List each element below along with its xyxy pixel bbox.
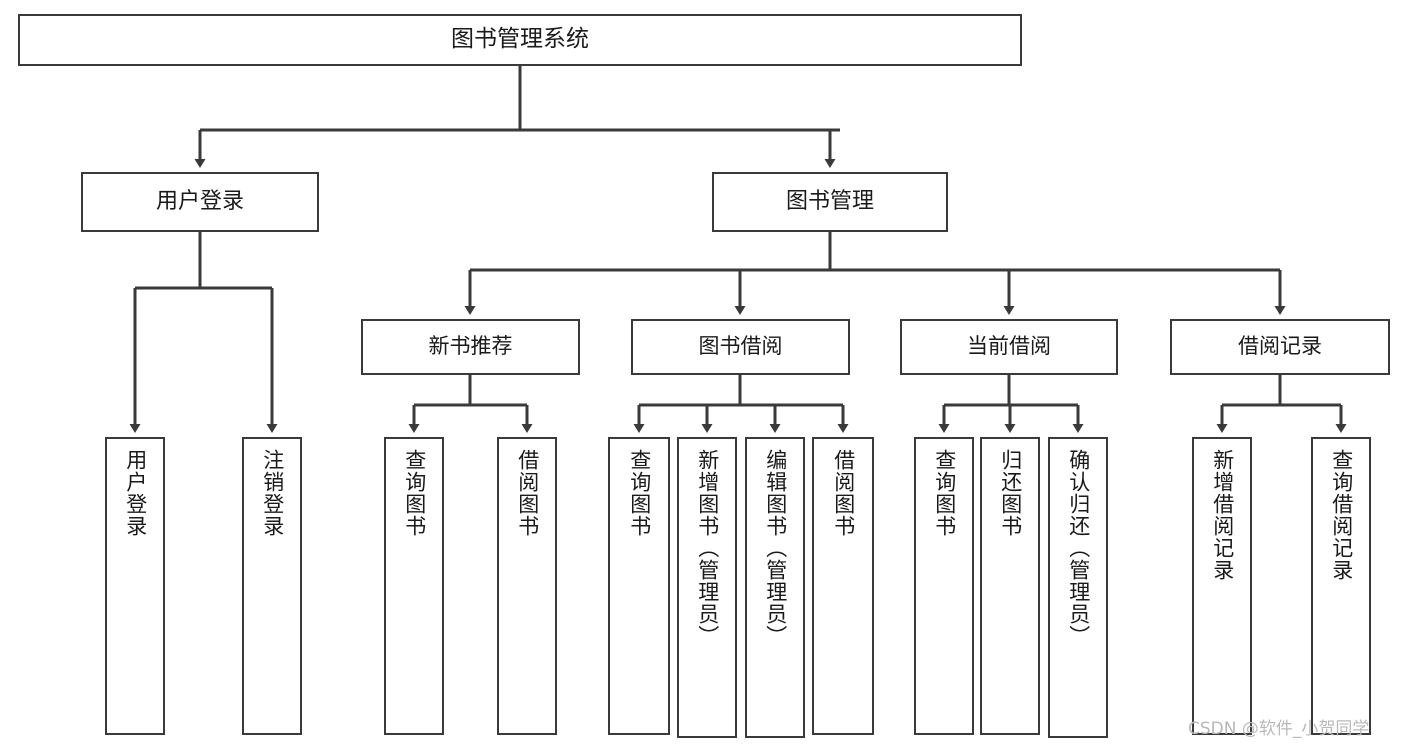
leaf-record-add-record[interactable]: 新增借阅记录 <box>1192 437 1252 735</box>
node-label: 用户登录 <box>123 449 148 537</box>
node-label: 图书借阅 <box>698 334 783 359</box>
node-label: 借阅图书 <box>831 449 856 537</box>
node-borrow-record[interactable]: 借阅记录 <box>1170 319 1390 375</box>
watermark-text: CSDN @软件_小贺同学 <box>1188 719 1370 739</box>
node-current-borrow[interactable]: 当前借阅 <box>900 319 1118 375</box>
node-label: 查询图书 <box>402 449 427 537</box>
leaf-borrow-add-book-admin[interactable]: 新增图书（管理员） <box>677 437 737 738</box>
node-label: 当前借阅 <box>967 334 1051 359</box>
leaf-borrow-query-book[interactable]: 查询图书 <box>608 437 670 735</box>
leaf-current-query-book[interactable]: 查询图书 <box>914 437 974 735</box>
leaf-borrow-edit-book-admin[interactable]: 编辑图书（管理员） <box>745 437 805 738</box>
leaf-recommend-query-book[interactable]: 查询图书 <box>384 437 444 735</box>
leaf-current-confirm-return-admin[interactable]: 确认归还（管理员） <box>1048 437 1108 738</box>
node-label: 新书推荐 <box>428 334 513 359</box>
leaf-record-query-record[interactable]: 查询借阅记录 <box>1311 437 1371 735</box>
node-new-book-recommend[interactable]: 新书推荐 <box>361 319 580 375</box>
node-label: 图书管理系统 <box>451 26 589 53</box>
leaf-user-login-login[interactable]: 用户登录 <box>105 437 165 735</box>
leaf-user-login-logout[interactable]: 注销登录 <box>242 437 302 735</box>
node-label: 编辑图书（管理员） <box>763 449 788 647</box>
node-root-system[interactable]: 图书管理系统 <box>18 14 1022 66</box>
leaf-recommend-borrow-book[interactable]: 借阅图书 <box>497 437 557 735</box>
node-label: 新增图书（管理员） <box>695 449 720 647</box>
node-book-borrow[interactable]: 图书借阅 <box>631 319 850 375</box>
node-label: 新增借阅记录 <box>1210 449 1235 581</box>
node-label: 确认归还（管理员） <box>1066 449 1091 647</box>
node-label: 查询图书 <box>627 449 652 537</box>
node-label: 用户登录 <box>155 188 244 214</box>
node-label: 借阅记录 <box>1238 334 1322 359</box>
node-user-login[interactable]: 用户登录 <box>81 172 319 232</box>
node-label: 注销登录 <box>260 449 285 537</box>
leaf-borrow-borrow-book[interactable]: 借阅图书 <box>812 437 874 735</box>
leaf-current-return-book[interactable]: 归还图书 <box>980 437 1040 735</box>
node-label: 查询图书 <box>932 449 957 537</box>
node-label: 归还图书 <box>998 449 1023 537</box>
node-label: 借阅图书 <box>515 449 540 537</box>
node-book-management[interactable]: 图书管理 <box>712 172 948 232</box>
node-label: 查询借阅记录 <box>1329 449 1354 581</box>
node-label: 图书管理 <box>785 188 874 214</box>
